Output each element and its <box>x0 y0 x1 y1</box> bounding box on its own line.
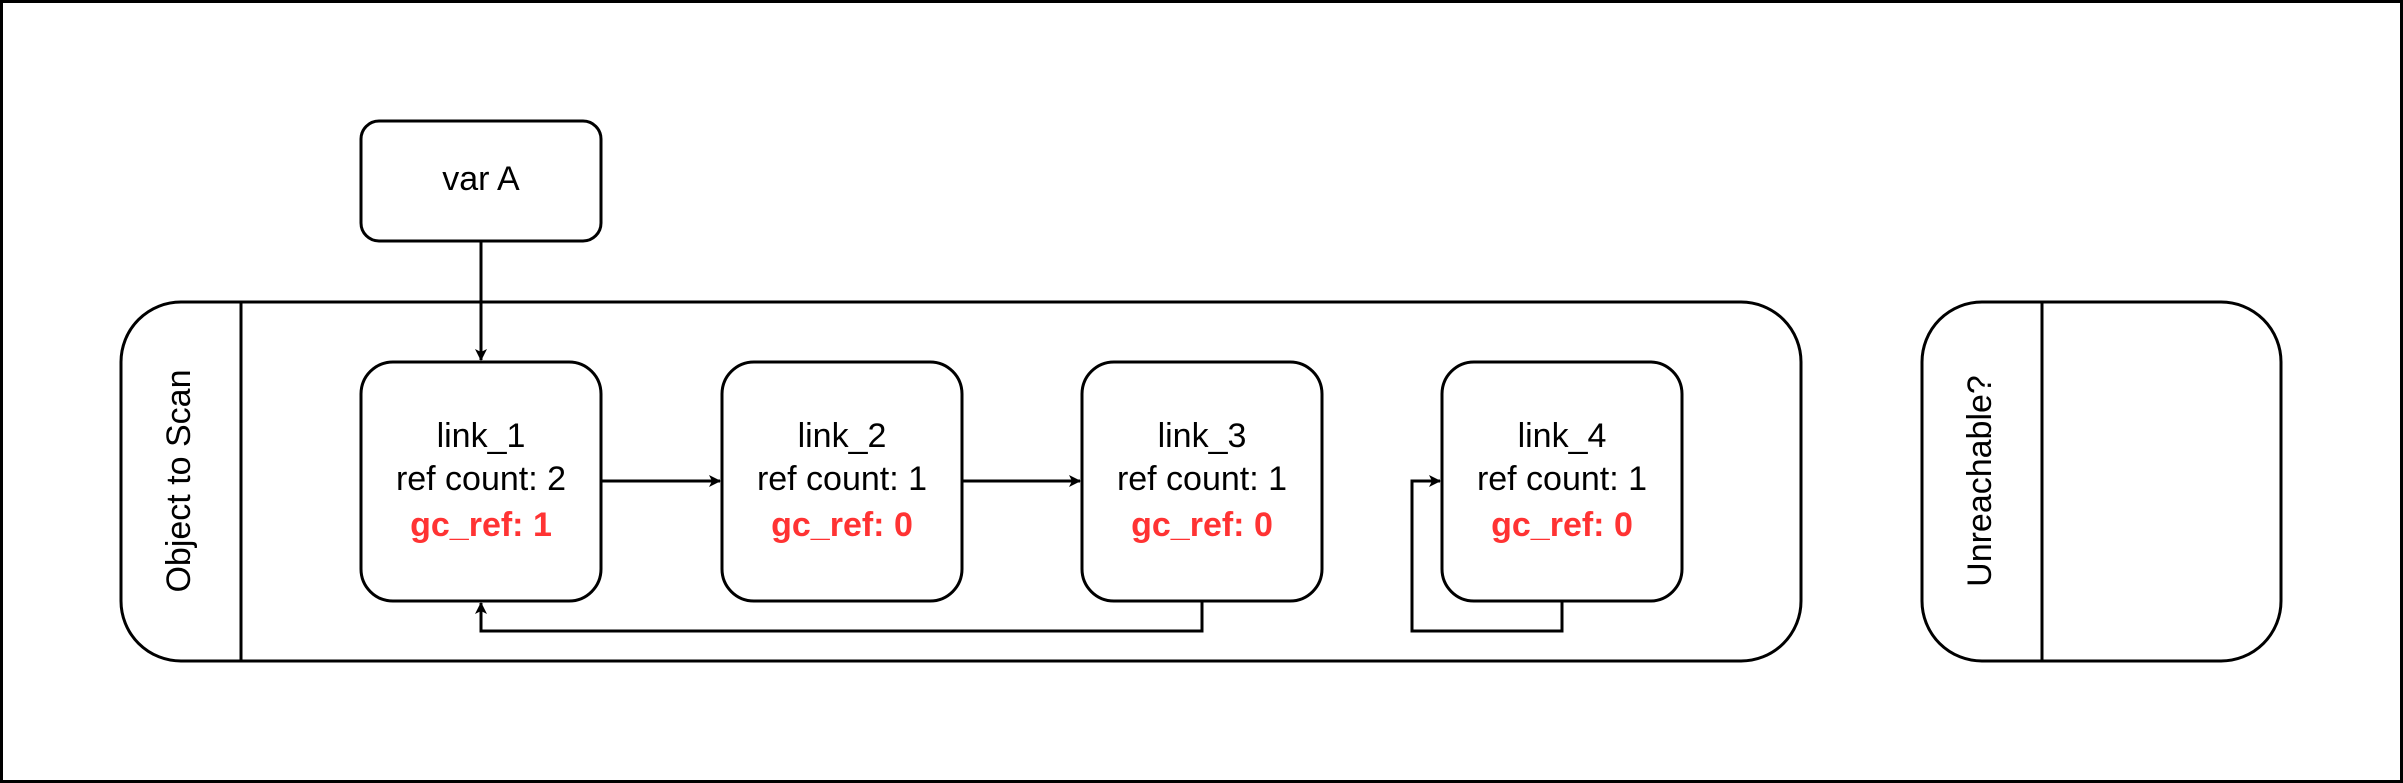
link-2-gc-ref: gc_ref: 0 <box>771 506 913 544</box>
link-4-name: link_4 <box>1518 417 1607 455</box>
unreachable-container-border <box>1920 300 2283 663</box>
link-1-name: link_1 <box>437 417 526 455</box>
link-4-ref-count: ref count: 1 <box>1477 460 1647 498</box>
link-4-node: link_4 ref count: 1 gc_ref: 0 <box>1440 360 1684 603</box>
edge-link-4-self-loop <box>1410 475 1564 633</box>
edge-link-3-to-link-1 <box>475 601 1204 633</box>
var-a-label: var A <box>442 160 520 198</box>
link-4-gc-ref: gc_ref: 0 <box>1491 506 1633 544</box>
link-3-name: link_3 <box>1158 417 1247 455</box>
link-1-ref-count: ref count: 2 <box>396 460 566 498</box>
unreachable-container: Unreachable? <box>1920 300 2283 663</box>
link-1-gc-ref: gc_ref: 1 <box>410 506 552 544</box>
unreachable-container-label: Unreachable? <box>1961 375 1999 587</box>
link-2-ref-count: ref count: 1 <box>757 460 927 498</box>
link-3-ref-count: ref count: 1 <box>1117 460 1287 498</box>
link-2-name: link_2 <box>798 417 887 455</box>
var-a-node: var A <box>359 119 603 243</box>
link-2-node: link_2 ref count: 1 gc_ref: 0 <box>720 360 964 603</box>
link-3-gc-ref: gc_ref: 0 <box>1131 506 1273 544</box>
scan-container-label: Object to Scan <box>160 369 198 592</box>
link-1-node: link_1 ref count: 2 gc_ref: 1 <box>359 360 603 603</box>
link-3-node: link_3 ref count: 1 gc_ref: 0 <box>1080 360 1324 603</box>
